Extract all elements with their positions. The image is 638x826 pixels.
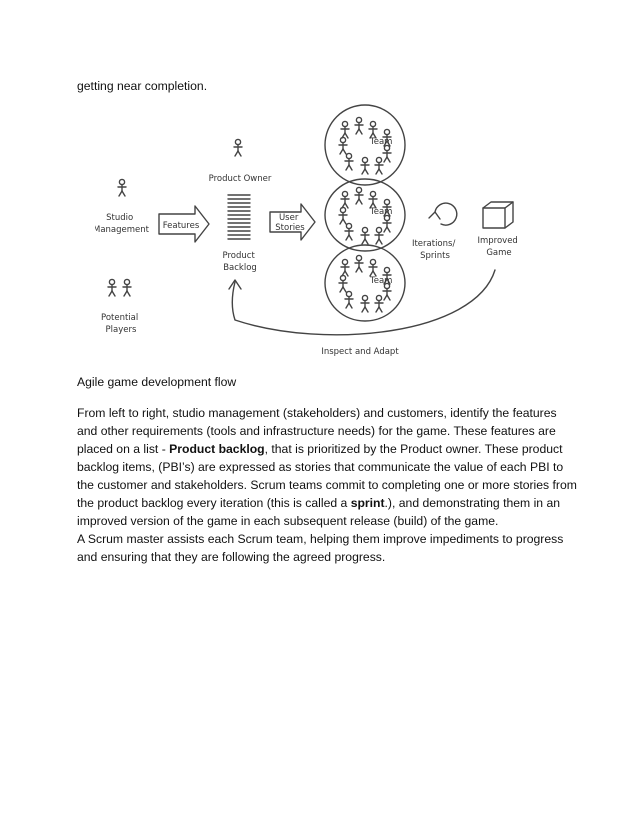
sprint-term: sprint bbox=[351, 496, 385, 510]
product-backlog-stack bbox=[228, 195, 250, 239]
potential-players-figure bbox=[108, 279, 131, 296]
features-arrow: Features bbox=[159, 206, 209, 242]
potential-players-label: Potential Players bbox=[101, 313, 141, 335]
body-text: From left to right, studio management (s… bbox=[77, 404, 577, 566]
improved-game-label: Improved Game bbox=[477, 236, 520, 258]
user-stories-label: User Stories bbox=[275, 213, 305, 233]
user-stories-arrow: User Stories bbox=[270, 204, 315, 240]
inspect-adapt-label: Inspect and Adapt bbox=[321, 347, 399, 357]
improved-game-box bbox=[483, 202, 513, 228]
product-backlog-term: Product backlog bbox=[169, 442, 264, 456]
team-circle-1: Team bbox=[325, 105, 405, 185]
team-label-2: Team bbox=[369, 207, 392, 217]
product-owner-label: Product Owner bbox=[209, 174, 272, 184]
product-owner-figure bbox=[234, 139, 242, 156]
paragraph-2: A Scrum master assists each Scrum team, … bbox=[77, 530, 577, 566]
studio-management-figure bbox=[118, 179, 126, 196]
team-label-3: Team bbox=[369, 276, 392, 286]
iterations-sprints-label: Iterations/ Sprints bbox=[412, 239, 458, 261]
features-label: Features bbox=[163, 221, 200, 231]
agile-flow-diagram: Studio Management Potential Players Feat… bbox=[95, 100, 535, 370]
studio-management-label: Studio Management bbox=[95, 213, 150, 235]
paragraph-1: From left to right, studio management (s… bbox=[77, 404, 577, 530]
product-backlog-label: Product Backlog bbox=[223, 251, 258, 273]
team-circle-2: Team bbox=[325, 179, 405, 251]
iterations-loop-icon bbox=[429, 203, 457, 225]
team-label-1: Team bbox=[369, 137, 392, 147]
lead-text: getting near completion. bbox=[77, 77, 207, 95]
team-circle-3: Team bbox=[325, 245, 405, 321]
figure-caption: Agile game development flow bbox=[77, 373, 236, 391]
